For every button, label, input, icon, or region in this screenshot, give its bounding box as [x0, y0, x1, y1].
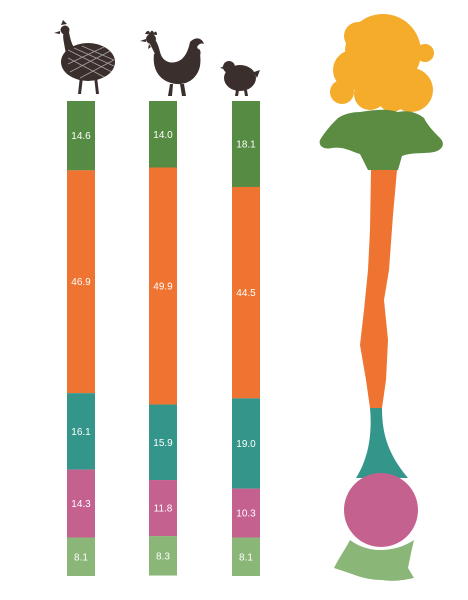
bar-segment-guinea-fowl-2	[67, 393, 95, 470]
vegetable-icon	[319, 14, 443, 581]
data-label-quail-1: 44.5	[236, 288, 256, 299]
data-label-guinea-fowl-0: 14.6	[71, 131, 91, 142]
vegetable-neck	[356, 408, 408, 478]
guinea-fowl-icon	[54, 20, 115, 94]
bar-segment-chicken-1	[149, 167, 177, 405]
data-label-quail-0: 18.1	[236, 139, 256, 150]
vegetable-stem	[360, 170, 397, 408]
data-label-guinea-fowl-3: 14.3	[71, 499, 91, 510]
vegetable-leaves	[319, 109, 443, 170]
bar-segment-quail-2	[232, 398, 260, 489]
bar-segment-quail-0	[232, 101, 260, 187]
data-label-quail-4: 8.1	[239, 552, 253, 563]
data-label-quail-2: 19.0	[236, 439, 256, 450]
bar-segment-chicken-2	[149, 404, 177, 481]
bar-segment-guinea-fowl-1	[67, 170, 95, 394]
bars-group: 14.6 46.9 16.1 14.3 8.1 14.0 49.9 15.9 11.8 8.3 18…	[67, 101, 260, 576]
bar-segment-guinea-fowl-0	[67, 101, 95, 171]
bar-segment-guinea-fowl-4	[67, 537, 95, 576]
vegetable-flower	[330, 14, 434, 112]
data-label-chicken-1: 49.9	[153, 282, 173, 293]
bar-segment-chicken-4	[149, 536, 177, 576]
bar-segment-chicken-0	[149, 101, 177, 168]
vegetable-bulb	[344, 473, 418, 547]
data-label-guinea-fowl-2: 16.1	[71, 427, 91, 438]
data-label-chicken-4: 8.3	[156, 551, 170, 562]
bar-segment-chicken-3	[149, 480, 177, 537]
chicken-icon	[140, 30, 204, 96]
bar-segment-quail-1	[232, 186, 260, 399]
data-label-guinea-fowl-1: 46.9	[71, 277, 91, 288]
bar-segment-guinea-fowl-3	[67, 469, 95, 538]
data-label-chicken-2: 15.9	[153, 438, 173, 449]
quail-icon	[220, 61, 260, 96]
data-label-quail-3: 10.3	[236, 509, 256, 520]
bar-segment-quail-4	[232, 537, 260, 576]
vegetable-roots	[334, 540, 414, 581]
bar-segment-quail-3	[232, 488, 260, 538]
data-label-guinea-fowl-4: 8.1	[74, 552, 88, 563]
data-label-chicken-0: 14.0	[153, 130, 173, 141]
data-label-chicken-3: 11.8	[154, 504, 173, 515]
